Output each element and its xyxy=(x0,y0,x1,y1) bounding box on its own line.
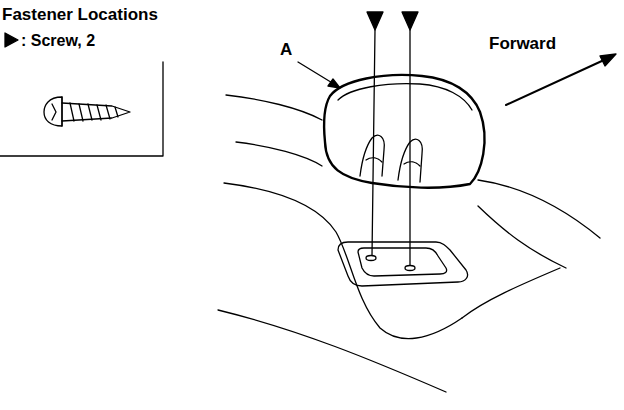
screw-symbol xyxy=(5,33,18,47)
part-label: A xyxy=(280,41,292,58)
leader-a xyxy=(298,62,340,88)
legend-text: : Screw, 2 xyxy=(21,33,95,49)
legend-heading: Fastener Locations xyxy=(2,6,158,23)
mounting-pad xyxy=(338,242,468,286)
forward-arrow xyxy=(506,54,616,105)
console-outline xyxy=(218,95,600,392)
part-a xyxy=(324,75,484,188)
direction-label: Forward xyxy=(489,35,556,52)
legend-frame xyxy=(0,62,163,156)
screw-markers xyxy=(367,12,418,265)
screw-drawing xyxy=(44,97,130,126)
